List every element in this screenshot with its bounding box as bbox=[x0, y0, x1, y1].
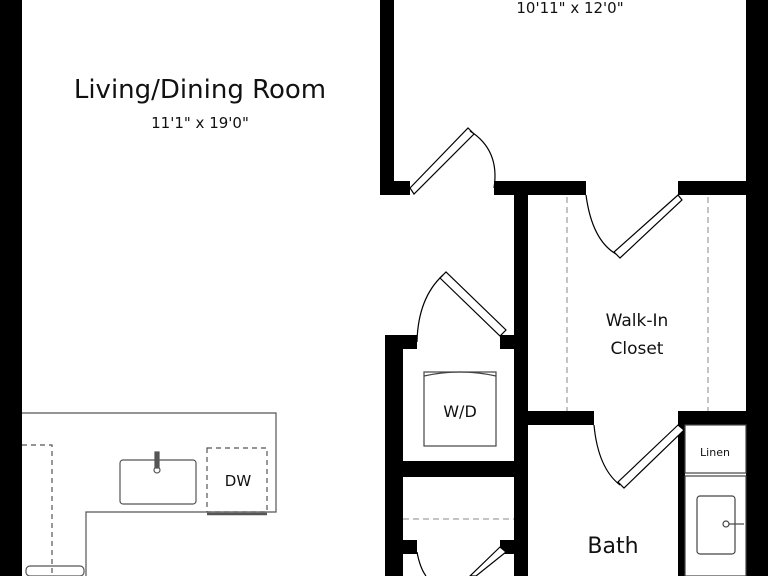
kitchen-counter bbox=[22, 412, 277, 576]
bedroom-right-wall bbox=[746, 0, 768, 576]
closet-door-swing bbox=[585, 194, 617, 255]
bath-fixtures bbox=[684, 424, 747, 576]
range-outline bbox=[22, 444, 53, 576]
walk-in-closet-label-line1: Walk-In bbox=[606, 311, 669, 331]
linen-closet bbox=[684, 424, 747, 474]
washer-dryer-lid bbox=[423, 371, 497, 377]
living-dining-room-label: Living/Dining Room bbox=[74, 75, 326, 105]
bedroom-door-swing bbox=[469, 130, 496, 189]
laundry-door-swing bbox=[416, 274, 444, 343]
laundry-left-wall bbox=[385, 335, 403, 576]
bath-door-swing bbox=[593, 424, 621, 486]
bedroom-bottom-wall-right bbox=[678, 181, 746, 195]
hall-door-leaf bbox=[469, 546, 507, 576]
bath-door-leaf bbox=[617, 424, 685, 489]
dishwasher-label: DW bbox=[225, 472, 252, 490]
bath-sink-drain bbox=[722, 520, 730, 528]
left-exterior-wall bbox=[0, 0, 22, 576]
dishwasher bbox=[206, 447, 268, 513]
hall-door-swing bbox=[416, 551, 427, 576]
counter-outline bbox=[22, 412, 277, 576]
laundry-top-stub-right bbox=[500, 335, 514, 349]
laundry-bottom-wall bbox=[403, 461, 514, 477]
sink-drain bbox=[153, 466, 161, 474]
walk-in-closet-label-line2: Closet bbox=[611, 339, 664, 359]
bedroom-left-wall bbox=[380, 0, 394, 194]
bath-label: Bath bbox=[587, 534, 638, 559]
doors bbox=[409, 127, 685, 576]
laundry-fixtures bbox=[423, 371, 497, 447]
vanity bbox=[684, 475, 747, 576]
closet-left-wall bbox=[514, 195, 528, 576]
laundry-door-leaf bbox=[439, 271, 507, 337]
bath-sink bbox=[696, 495, 736, 555]
closet-bottom-wall-right bbox=[678, 411, 746, 425]
hall-left-stub bbox=[403, 540, 417, 554]
bedroom-dimensions: 10'11" x 12'0" bbox=[516, 0, 623, 17]
linen-left-post bbox=[678, 425, 685, 576]
bedroom-door-leaf-left bbox=[409, 127, 475, 195]
closet-door-leaf bbox=[613, 194, 683, 259]
closet-shelves bbox=[403, 197, 709, 520]
corner-appliance bbox=[25, 565, 85, 576]
closet-bottom-wall-left bbox=[528, 411, 594, 425]
bedroom-bottom-wall-mid bbox=[494, 181, 586, 195]
bedroom-bottom-wall-left bbox=[380, 181, 410, 195]
laundry-top-stub bbox=[403, 335, 417, 349]
linen-label: Linen bbox=[700, 446, 730, 459]
sink-faucet bbox=[154, 451, 160, 469]
living-dining-room-dimensions: 11'1" x 19'0" bbox=[151, 114, 249, 132]
washer-dryer-label: W/D bbox=[443, 402, 477, 421]
